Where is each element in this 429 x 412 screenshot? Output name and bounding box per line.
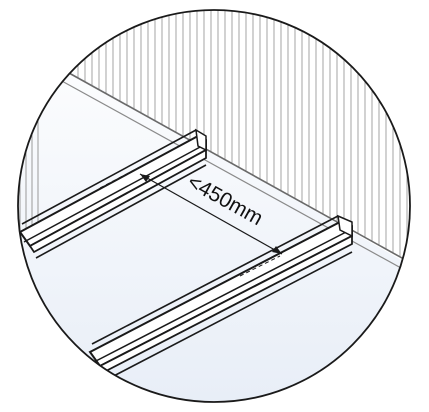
wall-cladding-panel xyxy=(60,10,410,265)
wall-base-line xyxy=(59,67,410,269)
vignette-circle-outline xyxy=(17,9,411,403)
batten-upper xyxy=(18,128,207,259)
batten-lower-centerline xyxy=(239,255,281,277)
wall-base-line-2 xyxy=(59,79,410,285)
batten-upper-centerline xyxy=(99,166,141,189)
spacing-dimension-arrow xyxy=(139,173,283,255)
